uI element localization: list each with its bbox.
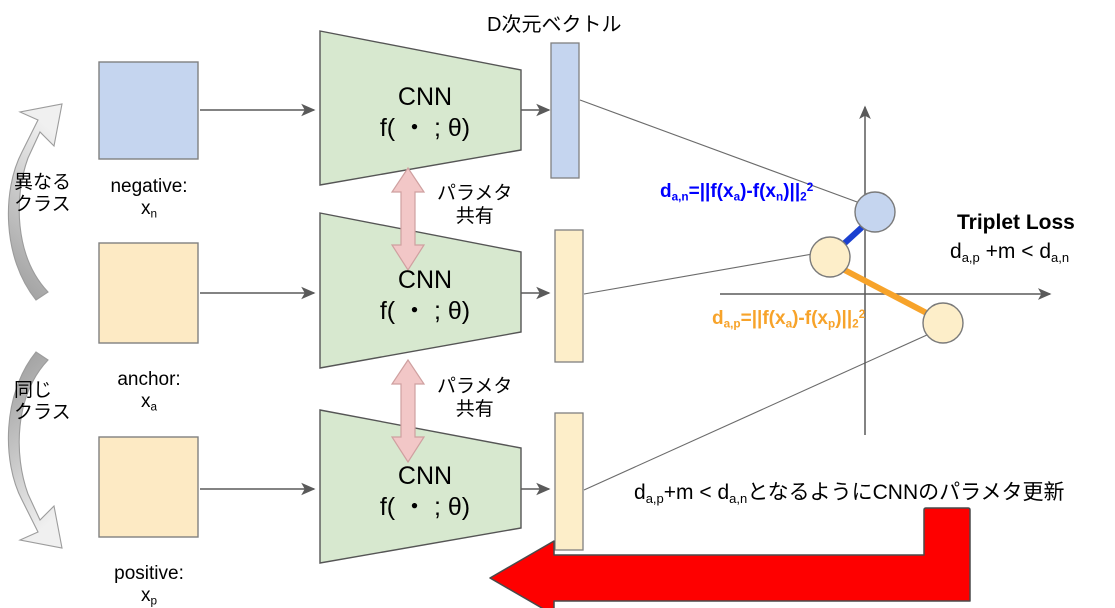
input-label-positive-symbol: xp <box>140 585 158 608</box>
cnn-label-positive-line1: CNN <box>397 462 453 490</box>
param-share-label-top: パラメタ 共有 <box>437 182 512 228</box>
input-label-anchor: anchor: xa <box>99 369 199 415</box>
cnn-block-anchor <box>319 212 522 369</box>
input-label-anchor-symbol: xa <box>140 391 158 414</box>
cnn-label-negative-line2: f( ・ ; θ) <box>379 114 471 143</box>
class-relation-different-line2: クラス <box>14 194 71 216</box>
parameter-update-note: da,p+m < da,nとなるようにCNNのパラメタ更新 <box>634 481 1065 506</box>
class-relation-same-line1: 同じ <box>14 380 53 401</box>
param-share-top-line1: パラメタ <box>437 183 513 204</box>
class-relation-arrow-same <box>7 351 63 549</box>
class-relation-label-different: 異なる クラス <box>14 172 71 217</box>
class-relation-arrow-different <box>7 103 63 301</box>
connector-positive <box>583 329 939 491</box>
cnn-label-negative-line1: CNN <box>397 83 453 111</box>
param-share-top-line2: 共有 <box>455 206 494 228</box>
cnn-label-anchor: CNN f( ・ ; θ) <box>350 265 500 328</box>
parameter-update-arrow <box>489 507 971 608</box>
connector-anchor <box>583 251 825 295</box>
input-image-anchor <box>98 242 199 344</box>
cnn-label-anchor-line2: f( ・ ; θ) <box>379 297 471 326</box>
input-label-negative-text: negative: <box>110 176 188 197</box>
cnn-label-positive-line2: f( ・ ; θ) <box>379 493 471 522</box>
input-image-negative <box>98 61 199 160</box>
param-share-label-bottom: パラメタ 共有 <box>437 375 512 421</box>
connector-negative <box>579 99 869 207</box>
distance-segment-d-ap <box>833 262 940 322</box>
formula-d-ap: da,p=||f(xa)-f(xp)||22 <box>712 308 866 331</box>
vector-dimension-label: D次元ベクトル <box>487 14 622 36</box>
input-label-negative: negative: xn <box>99 176 199 222</box>
input-label-positive-text: positive: <box>114 563 184 584</box>
cnn-label-positive: CNN f( ・ ; θ) <box>350 461 500 524</box>
vector-bar-negative <box>550 42 580 179</box>
triplet-loss-title: Triplet Loss <box>957 211 1075 234</box>
input-label-positive: positive: xp <box>99 563 199 608</box>
vector-bar-positive <box>554 412 584 551</box>
cnn-label-anchor-line1: CNN <box>397 266 453 294</box>
triplet-loss-equation: da,p +m < da,n <box>950 240 1070 265</box>
input-label-negative-symbol: xn <box>140 198 158 221</box>
class-relation-different-line1: 異なる <box>14 172 72 193</box>
input-label-anchor-text: anchor: <box>117 369 181 390</box>
cnn-label-negative: CNN f( ・ ; θ) <box>350 82 500 145</box>
param-share-arrow-top <box>390 166 426 272</box>
class-relation-label-same: 同じ クラス <box>14 380 71 425</box>
formula-d-an: da,n=||f(xa)-f(xn)||22 <box>660 181 814 204</box>
negative-embedding-point <box>854 191 896 233</box>
vector-bar-anchor <box>554 229 584 363</box>
cnn-block-negative <box>319 30 522 186</box>
class-relation-same-line2: クラス <box>14 402 71 424</box>
param-share-bottom-line2: 共有 <box>455 399 494 421</box>
param-share-bottom-line1: パラメタ <box>437 376 513 397</box>
input-image-positive <box>98 436 199 538</box>
anchor-embedding-point <box>809 236 851 278</box>
param-share-arrow-bottom <box>390 358 426 464</box>
positive-embedding-point <box>922 302 964 344</box>
cnn-block-positive <box>319 409 522 564</box>
